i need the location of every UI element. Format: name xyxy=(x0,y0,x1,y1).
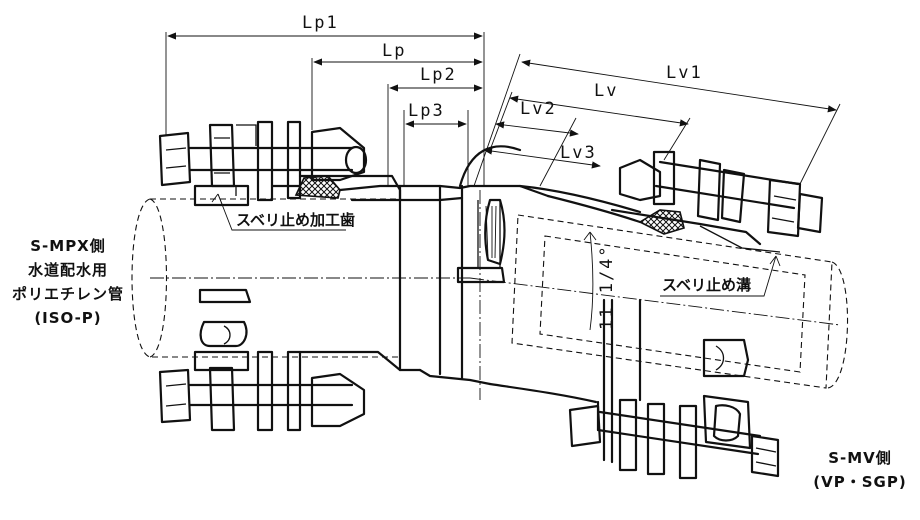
label-lp3: Lp3 xyxy=(408,101,445,121)
right-label-line2: (VP・SGP) xyxy=(813,473,907,491)
label-lp2: Lp2 xyxy=(420,65,457,85)
dim-lv1 xyxy=(521,59,837,113)
left-label-line1: S-MPX側 xyxy=(30,237,106,255)
left-label-line2: 水道配水用 xyxy=(27,261,108,279)
dimension-lines xyxy=(165,32,841,187)
left-pipe-outline xyxy=(131,198,401,358)
left-flange-assembly xyxy=(158,120,422,432)
dim-lv2 xyxy=(495,121,579,137)
angle-indicator xyxy=(583,231,597,331)
right-pipe-outline xyxy=(511,214,849,389)
joint-body xyxy=(338,145,642,404)
label-lv3: Lv3 xyxy=(560,143,597,163)
center-lines xyxy=(150,190,841,400)
label-slip-stop-teeth: スベリ止め加工歯 xyxy=(236,211,355,229)
label-lv1: Lv1 xyxy=(666,63,703,83)
label-lp1: Lp1 xyxy=(302,13,339,33)
right-flange-assembly xyxy=(568,150,824,480)
callout-slip-stop-groove xyxy=(660,255,781,297)
label-slip-stop-groove: スベリ止め溝 xyxy=(662,276,751,294)
left-side-label: S-MPX側 水道配水用 ポリエチレン管 (ISO-P) xyxy=(4,234,132,330)
label-lp: Lp xyxy=(382,41,406,61)
right-side-label: S-MV側 (VP・SGP) xyxy=(804,446,916,494)
label-lv2: Lv2 xyxy=(520,99,557,119)
dim-lv xyxy=(509,95,689,127)
right-label-line1: S-MV側 xyxy=(828,449,892,467)
label-lv: Lv xyxy=(594,81,618,101)
label-angle: 11 1/4° xyxy=(597,244,617,330)
callout-slip-stop-teeth xyxy=(211,193,346,231)
left-label-line3: ポリエチレン管 xyxy=(11,285,124,303)
dim-lv3 xyxy=(483,147,601,169)
left-label-line4: (ISO-P) xyxy=(34,309,102,327)
